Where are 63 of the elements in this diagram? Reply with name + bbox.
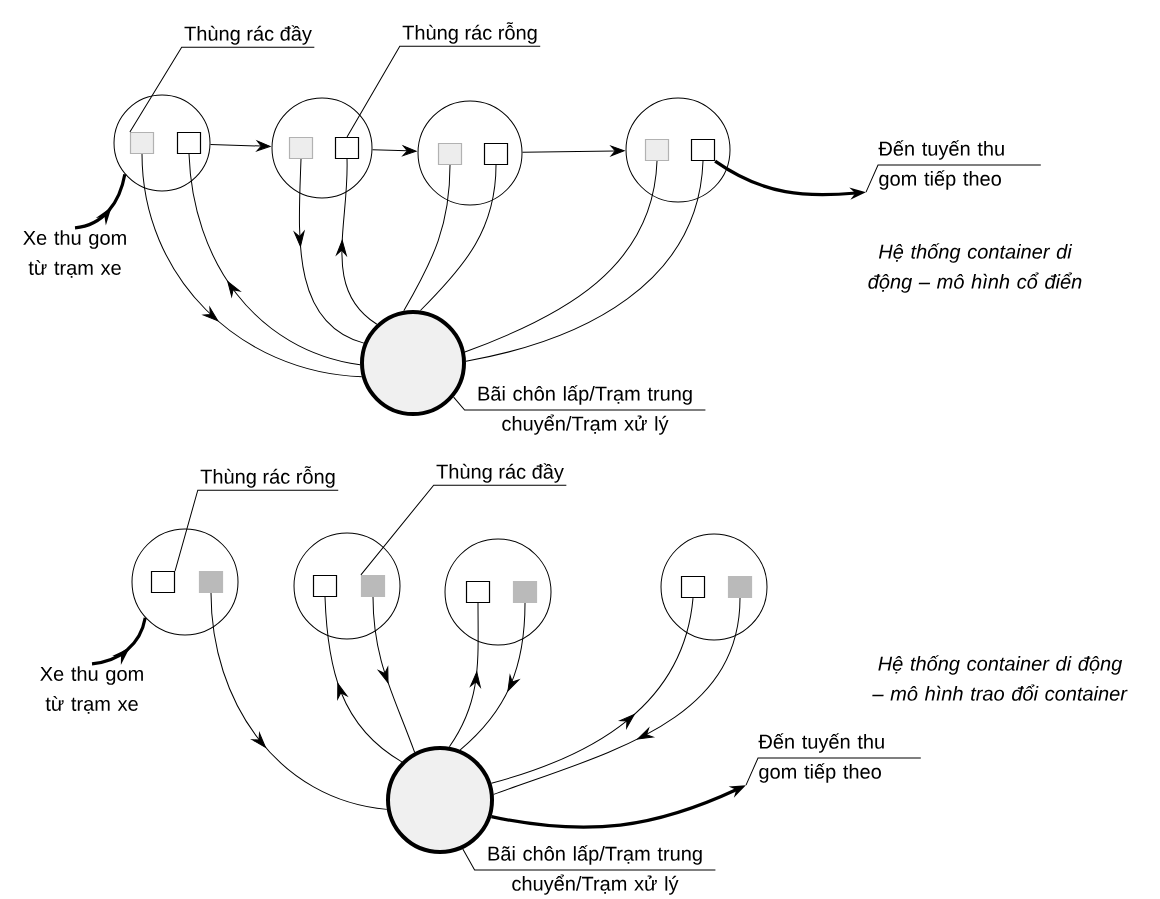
arrow <box>74 173 127 230</box>
start-label: Xe thu gom từ trạm xe <box>40 666 143 714</box>
arrow <box>522 145 625 157</box>
disposal-site-label: Bãi chôn lấp/Trạm trung chuyển/Trạm xử lý <box>478 385 692 435</box>
destination-label: Đến tuyến thu gom tiếp theo <box>865 140 1042 193</box>
destination-label: Đến tuyến thu gom tiếp theo <box>745 733 922 786</box>
caption-text: Hệ thống container di động – mô hình trao đổi container <box>872 655 1128 701</box>
full-bin-square <box>198 570 224 594</box>
full-bin-square <box>288 136 314 160</box>
arrow <box>448 602 481 748</box>
arrow <box>293 158 365 344</box>
route-line <box>403 164 451 312</box>
empty-bin-square <box>465 580 491 604</box>
full-bin-square <box>727 575 753 599</box>
arrow <box>372 596 416 753</box>
arrow <box>336 158 378 325</box>
full-bin-square <box>129 131 155 155</box>
leader-line <box>360 484 567 576</box>
empty-bin-square <box>690 138 716 162</box>
arrow <box>141 153 363 378</box>
leader-line <box>129 46 315 133</box>
disposal-site-circle <box>360 310 466 416</box>
leader-line <box>453 396 706 411</box>
arrow <box>490 597 694 784</box>
leader-line <box>346 45 541 138</box>
callout-label: Thùng rác rỗng <box>200 466 335 488</box>
full-bin-square <box>437 142 463 166</box>
leader-line <box>174 489 339 572</box>
arrow <box>188 153 361 366</box>
arrow <box>372 145 417 157</box>
collection-point-circle <box>293 532 401 640</box>
collection-point-circle <box>417 100 523 206</box>
empty-bin-square <box>483 142 509 166</box>
collection-point-circle <box>131 528 239 636</box>
callout-label: Thùng rác đầy <box>436 463 564 483</box>
collection-point-circle <box>444 538 552 646</box>
empty-bin-square <box>334 136 360 160</box>
route-line <box>464 160 658 353</box>
collection-point-circle <box>660 533 768 641</box>
caption-text: Hệ thống container di động – mô hình cổ điển <box>868 243 1082 293</box>
callout-label: Thùng rác rỗng <box>402 22 537 44</box>
arrow <box>493 597 741 795</box>
empty-bin-square <box>150 570 176 594</box>
callout-label: Thùng rác đầy <box>184 25 312 45</box>
arrow <box>459 602 526 751</box>
route-line <box>465 160 704 362</box>
route-line <box>419 164 497 311</box>
empty-bin-square <box>176 131 202 155</box>
empty-bin-square <box>680 575 706 599</box>
collection-point-circle <box>271 97 373 199</box>
arrow <box>324 596 403 763</box>
empty-bin-square <box>312 574 338 598</box>
collection-point-circle <box>113 94 211 192</box>
full-bin-square <box>644 138 670 162</box>
start-label: Xe thu gom từ trạm xe <box>23 230 126 278</box>
arrow <box>91 617 147 666</box>
arrow <box>210 592 388 810</box>
collection-point-circle <box>625 97 731 203</box>
full-bin-square <box>512 580 538 604</box>
disposal-site-label: Bãi chôn lấp/Trạm trung chuyển/Trạm xử lý <box>488 845 702 895</box>
arrow <box>210 140 271 152</box>
leader-line <box>462 848 716 871</box>
full-bin-square <box>360 574 386 598</box>
